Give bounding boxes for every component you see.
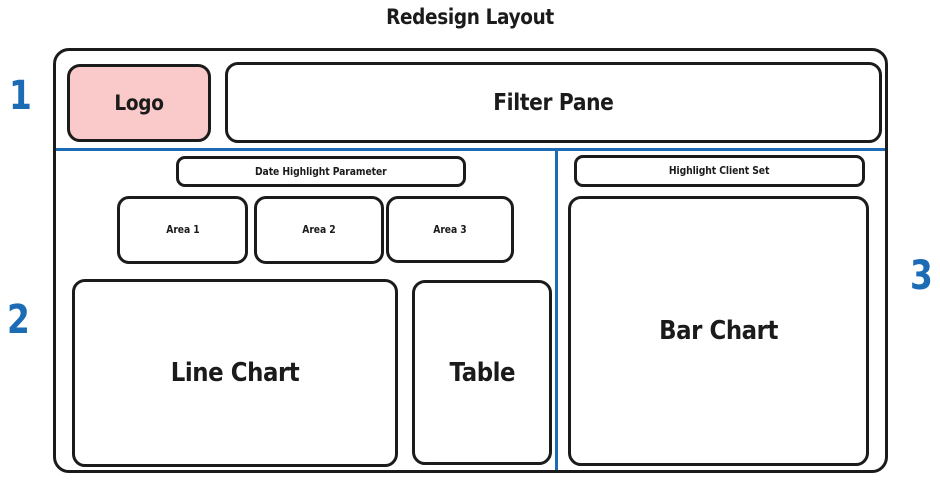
zone-number-2: 2 (7, 297, 30, 343)
area-3-placeholder[interactable]: Area 3 (386, 196, 514, 263)
area-2-label: Area 2 (302, 224, 336, 236)
filter-pane-label: Filter Pane (493, 89, 614, 116)
bar-chart-placeholder[interactable]: Bar Chart (568, 196, 869, 466)
line-chart-placeholder[interactable]: Line Chart (72, 279, 398, 467)
highlight-client-set-placeholder[interactable]: Highlight Client Set (574, 155, 865, 187)
area-2-placeholder[interactable]: Area 2 (254, 196, 384, 264)
date-highlight-parameter-label: Date Highlight Parameter (255, 165, 387, 178)
horizontal-divider (56, 148, 885, 151)
logo-placeholder[interactable]: Logo (67, 64, 211, 142)
date-highlight-parameter-placeholder[interactable]: Date Highlight Parameter (176, 156, 466, 187)
bar-chart-label: Bar Chart (659, 316, 778, 346)
page-title: Redesign Layout (386, 5, 554, 29)
vertical-divider (555, 151, 558, 470)
area-1-placeholder[interactable]: Area 1 (117, 196, 248, 264)
line-chart-label: Line Chart (170, 358, 300, 388)
wireframe-container: Logo Filter Pane Date Highlight Paramete… (53, 48, 888, 473)
logo-label: Logo (114, 91, 164, 115)
filter-pane-placeholder[interactable]: Filter Pane (225, 62, 882, 143)
zone-number-1: 1 (9, 73, 32, 119)
area-3-label: Area 3 (433, 223, 467, 236)
highlight-client-set-label: Highlight Client Set (669, 165, 770, 177)
table-label: Table (449, 357, 515, 388)
table-placeholder[interactable]: Table (412, 280, 552, 465)
area-1-label: Area 1 (165, 224, 200, 236)
zone-number-3: 3 (910, 253, 933, 299)
